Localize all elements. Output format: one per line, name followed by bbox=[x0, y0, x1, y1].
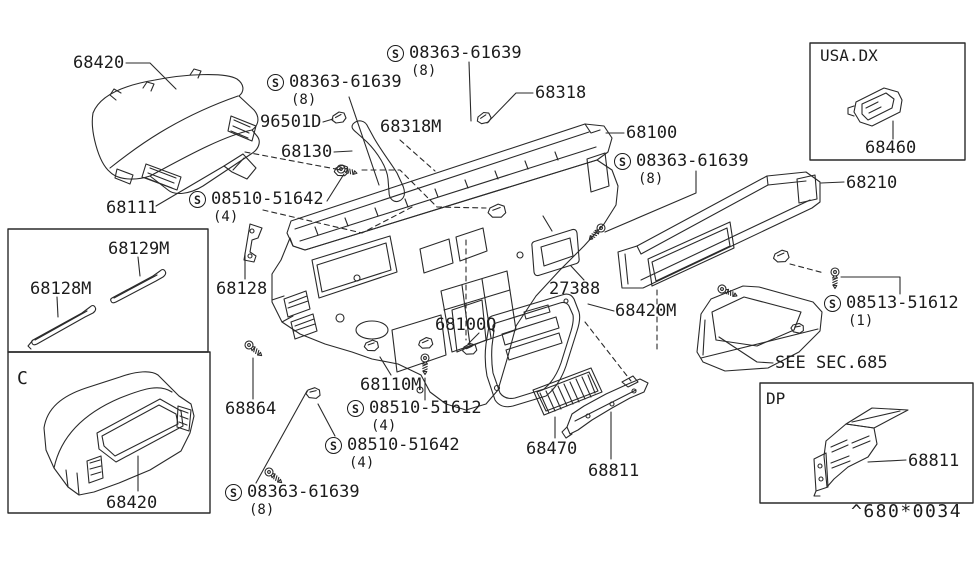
part-label-68210: 68210 bbox=[846, 173, 898, 193]
diagram-footer-code: ^680*0034 bbox=[851, 501, 963, 522]
part-label-68129M: 68129M bbox=[108, 239, 170, 259]
part-label-68420M: 68420M bbox=[615, 301, 677, 321]
drawing-vent-68460 bbox=[848, 88, 902, 126]
leader-lines bbox=[57, 62, 906, 491]
drawing-glove-box bbox=[697, 286, 822, 371]
drawing-panel-68210 bbox=[618, 172, 820, 288]
drawing-cluster-lid-68420M bbox=[485, 294, 579, 407]
inset-title-usa-dx: USA.DX bbox=[820, 46, 878, 65]
part-label-68470: 68470 bbox=[526, 439, 578, 459]
inset-box-c bbox=[8, 352, 210, 513]
part-label-96501D: 96501D bbox=[260, 112, 322, 132]
part-label-68100: 68100 bbox=[626, 123, 678, 143]
circled-s-icon: S bbox=[387, 45, 404, 63]
part-label-68130: 68130 bbox=[281, 142, 333, 162]
part-label-27388: 27388 bbox=[549, 279, 601, 299]
drawing-bracket-68811 bbox=[562, 376, 648, 438]
drawing-grille-68470 bbox=[533, 368, 602, 415]
drawing-finisher-68111 bbox=[224, 154, 256, 179]
circled-s-icon: S bbox=[824, 295, 841, 313]
inset-box-dp bbox=[760, 383, 973, 503]
part-label-68128M: 68128M bbox=[30, 279, 92, 299]
part-label-68811: 68811 bbox=[588, 461, 640, 481]
drawing-strip-68129M bbox=[111, 270, 166, 303]
part-label-68811-dp: 68811 bbox=[908, 451, 960, 471]
inset-title-c: C bbox=[17, 368, 28, 389]
part-label-68420-hood: 68420 bbox=[73, 53, 125, 73]
see-sec-685-note: SEE SEC.685 bbox=[775, 353, 888, 373]
inset-box-usa-dx bbox=[810, 43, 965, 160]
inset-title-dp: DP bbox=[766, 389, 786, 408]
circled-s-icon: S bbox=[267, 74, 284, 92]
circled-s-icon: S bbox=[347, 400, 364, 418]
inset-boxes bbox=[8, 43, 973, 513]
part-label-68318M: 68318M bbox=[380, 117, 442, 137]
part-label-68420-c: 68420 bbox=[106, 493, 158, 513]
part-label-68111: 68111 bbox=[106, 198, 158, 218]
drawing-hood-68420 bbox=[92, 69, 259, 193]
drawing-strip-68128M bbox=[28, 306, 96, 350]
part-label-68128: 68128 bbox=[216, 279, 268, 299]
circled-s-icon: S bbox=[614, 153, 631, 171]
part-label-68460: 68460 bbox=[865, 138, 917, 158]
drawing-bracket-68811-dp bbox=[814, 408, 908, 496]
part-label-68318: 68318 bbox=[535, 83, 587, 103]
dashed-lines bbox=[245, 140, 824, 381]
circled-s-icon: S bbox=[189, 191, 206, 209]
part-label-68100Q: 68100Q bbox=[435, 315, 497, 335]
drawing-dash-assembly-68100 bbox=[272, 124, 618, 410]
drawing-bracket-68128 bbox=[244, 224, 262, 262]
drawing-ashtray-27388 bbox=[532, 229, 579, 275]
circled-s-icon: S bbox=[325, 437, 342, 455]
part-label-68110M: 68110M bbox=[360, 375, 422, 395]
part-label-68864: 68864 bbox=[225, 399, 277, 419]
drawing-hood-68420-c bbox=[44, 372, 194, 495]
circled-s-icon: S bbox=[225, 484, 242, 502]
